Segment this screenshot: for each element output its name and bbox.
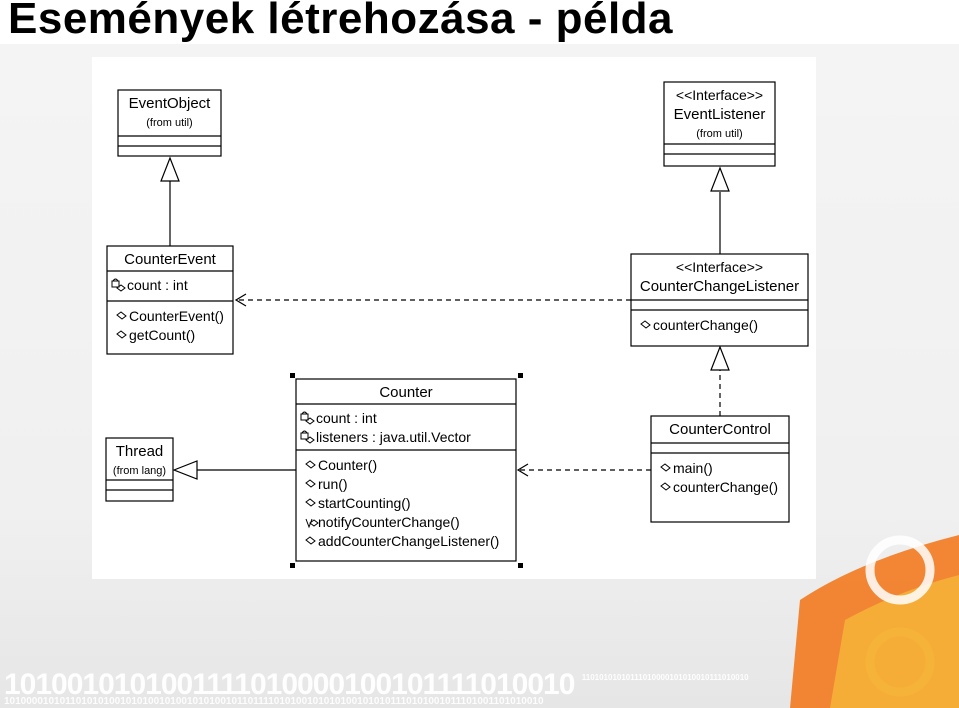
uml-generalization-counter-to-thread bbox=[172, 460, 296, 480]
binary-text-large-digits: 1010010101001111010000100101111010010 bbox=[4, 668, 575, 701]
selection-handle[interactable] bbox=[518, 563, 523, 568]
class-package: (from util) bbox=[146, 117, 192, 129]
class-name: Thread bbox=[116, 443, 164, 460]
class-attribute: count : int bbox=[127, 277, 188, 293]
class-name: CounterControl bbox=[669, 421, 771, 438]
binary-text-second-row: 1010000101011010101001010100101001010100… bbox=[4, 696, 544, 707]
class-package: (from util) bbox=[696, 128, 742, 140]
uml-dependency-countercontrol-to-counter bbox=[516, 463, 651, 477]
open-arrowhead bbox=[516, 463, 529, 477]
class-operation: Counter() bbox=[318, 457, 377, 473]
uml-generalization-counterevent-to-eventobject bbox=[160, 156, 180, 246]
uml-dependency-counterchangelistener-to-counterevent bbox=[234, 293, 631, 307]
class-attribute: count : int bbox=[316, 410, 377, 426]
binary-text-small-digits: 11010101010111010000101010010111010010 bbox=[581, 673, 749, 682]
operation-visibility-icon bbox=[660, 463, 671, 472]
class-operation: getCount() bbox=[129, 327, 195, 343]
slide-title: Események létrehozása - példa bbox=[8, 0, 674, 43]
operation-visibility-icon bbox=[305, 460, 316, 469]
uml-class-thread: Thread (from lang) bbox=[105, 437, 174, 502]
selection-handle[interactable] bbox=[518, 373, 523, 378]
class-attribute: listeners : java.util.Vector bbox=[316, 429, 471, 445]
class-name: EventObject bbox=[129, 95, 212, 112]
operation-visibility-icon bbox=[305, 518, 319, 529]
binary-text-large: 1010010101001111010000100101111010010 11… bbox=[4, 668, 749, 702]
operation-visibility-icon bbox=[660, 482, 671, 491]
operation-visibility-icon bbox=[116, 330, 127, 339]
attribute-visibility-icon bbox=[300, 430, 315, 444]
uml-class-countercontrol: CounterControl main() counterChange() bbox=[650, 415, 790, 523]
attribute-visibility-icon bbox=[300, 411, 315, 425]
class-box bbox=[650, 415, 790, 523]
class-operation: run() bbox=[318, 476, 348, 492]
operation-visibility-icon bbox=[305, 498, 316, 507]
operation-visibility-icon bbox=[305, 536, 316, 545]
class-name: EventListener bbox=[674, 106, 766, 123]
class-operation: startCounting() bbox=[318, 495, 411, 511]
hollow-triangle-arrowhead bbox=[160, 156, 180, 182]
class-stereotype: <<Interface>> bbox=[676, 259, 763, 275]
class-box bbox=[295, 378, 517, 562]
class-package: (from lang) bbox=[113, 465, 166, 477]
uml-generalization-counterchangelistener-to-eventlistener bbox=[710, 166, 730, 254]
selection-handle[interactable] bbox=[290, 563, 295, 568]
class-operation: notifyCounterChange() bbox=[318, 514, 460, 530]
uml-realization-countercontrol-to-counterchangelistener bbox=[710, 345, 730, 416]
class-operation: CounterEvent() bbox=[129, 308, 224, 324]
class-name: CounterChangeListener bbox=[640, 278, 799, 295]
class-operation: counterChange() bbox=[653, 317, 758, 333]
class-name: CounterEvent bbox=[124, 251, 217, 268]
open-arrowhead bbox=[234, 293, 247, 307]
class-operation: main() bbox=[673, 460, 713, 476]
class-stereotype: <<Interface>> bbox=[676, 87, 763, 103]
hollow-triangle-arrowhead bbox=[172, 460, 198, 480]
operation-visibility-icon bbox=[640, 320, 651, 329]
operation-visibility-icon bbox=[116, 311, 127, 320]
class-operation: addCounterChangeListener() bbox=[318, 533, 499, 549]
hollow-triangle-arrowhead bbox=[710, 166, 730, 192]
uml-class-eventlistener: <<Interface>> EventListener (from util) bbox=[663, 81, 776, 167]
class-box bbox=[117, 89, 222, 157]
class-name: Counter bbox=[379, 384, 432, 401]
attribute-visibility-icon bbox=[111, 278, 126, 292]
uml-class-counterchangelistener: <<Interface>> CounterChangeListener counte… bbox=[630, 253, 809, 347]
hollow-triangle-arrowhead bbox=[710, 345, 730, 371]
class-box bbox=[106, 245, 234, 355]
uml-class-eventobject: EventObject (from util) bbox=[117, 89, 222, 157]
selection-handle[interactable] bbox=[290, 373, 295, 378]
operation-visibility-icon bbox=[305, 479, 316, 488]
class-operation: counterChange() bbox=[673, 479, 778, 495]
class-box bbox=[663, 81, 776, 167]
